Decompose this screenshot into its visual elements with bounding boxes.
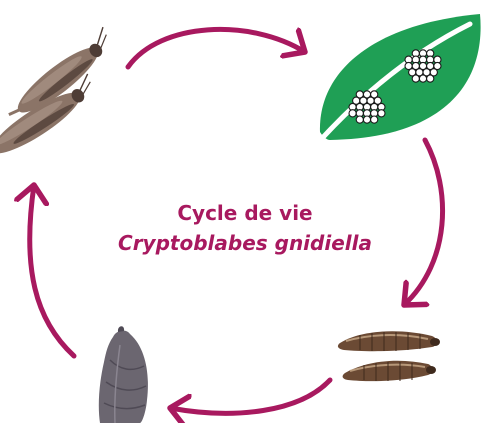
egg <box>355 115 364 124</box>
arrow-eggs-to-larvae <box>404 137 446 305</box>
egg <box>370 90 379 99</box>
egg <box>348 109 357 118</box>
egg <box>429 68 438 77</box>
larva-upper <box>337 331 440 352</box>
larva-lower <box>342 360 436 382</box>
egg <box>426 74 435 83</box>
egg-cluster-upper <box>404 49 442 83</box>
egg <box>373 96 382 105</box>
egg <box>411 74 420 83</box>
diagram-title: Cycle de vie Cryptoblabes gnidiella <box>80 198 410 258</box>
eggs-on-leaf-illustration <box>313 14 481 148</box>
pupa <box>98 330 148 423</box>
pupa-illustration <box>98 326 148 423</box>
egg <box>377 109 386 118</box>
adult-moth-illustration <box>0 26 107 154</box>
egg <box>370 115 379 124</box>
moth-upper <box>8 26 107 116</box>
moth-lower <box>0 73 91 154</box>
title-line-cycle: Cycle de vie <box>177 201 313 225</box>
larvae-illustration <box>337 331 440 382</box>
egg-cluster-lower <box>348 90 386 124</box>
arrow-larvae-to-pupa <box>170 377 333 413</box>
egg <box>362 115 372 124</box>
title-line-species: Cryptoblabes gnidiella <box>118 231 372 255</box>
egg <box>433 61 442 71</box>
arrow-pupa-to-moth <box>30 185 77 359</box>
leaf-vein <box>313 21 473 148</box>
arrow-moth-to-eggs <box>125 27 305 70</box>
egg <box>418 74 428 83</box>
